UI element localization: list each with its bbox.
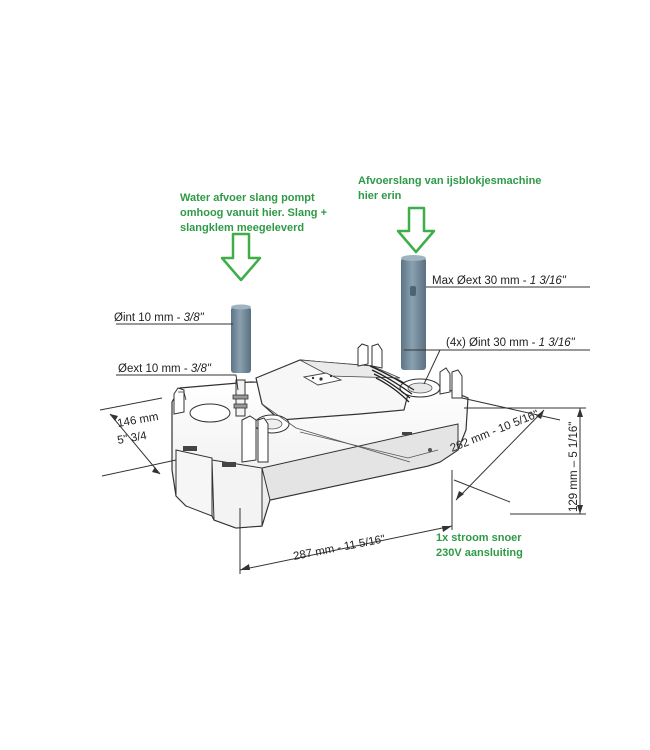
svg-text:Water afvoer slang pompt: Water afvoer slang pompt [180, 192, 315, 204]
depth-label-inch: 5" 3/4 [116, 430, 148, 447]
dimension-lines [99, 397, 586, 574]
outlet-hose [231, 304, 251, 373]
pump-body [171, 343, 469, 529]
height-label: 129 mm – 5 1/16" [568, 422, 580, 512]
svg-text:230V aansluiting: 230V aansluiting [436, 547, 523, 559]
svg-text:slangklem meegeleverd: slangklem meegeleverd [180, 222, 304, 234]
outer-outlet-label: Øext 10 mm - 3/8" [118, 363, 212, 375]
ice-inlet-note: Afvoerslang van ijsblokjesmachine hier e… [358, 175, 541, 202]
svg-text:Afvoerslang van ijsblokjesmach: Afvoerslang van ijsblokjesmachine [358, 175, 541, 187]
svg-text:omhoog vanuit hier. Slang +: omhoog vanuit hier. Slang + [180, 207, 327, 219]
svg-text:1x stroom snoer: 1x stroom snoer [436, 532, 522, 544]
pump-outlet-note: Water afvoer slang pompt omhoog vanuit h… [180, 192, 327, 234]
inner-outlet-label: Øint 10 mm - 3/8" [114, 312, 205, 324]
depth-label: 146 mm [116, 411, 159, 430]
down-arrow-icon-left [220, 232, 262, 282]
down-arrow-icon-right [396, 206, 436, 254]
svg-text:hier erin: hier erin [358, 190, 402, 202]
inlet-hose [401, 255, 426, 370]
power-note: 1x stroom snoer 230V aansluiting [436, 532, 523, 559]
inlets-label: (4x) Øint 30 mm - 1 3/16" [446, 337, 576, 349]
length-label: 287 mm - 11 5/16" [292, 533, 386, 563]
max-ext-label: Max Øext 30 mm - 1 3/16" [432, 275, 567, 287]
leader-lines [116, 286, 590, 391]
